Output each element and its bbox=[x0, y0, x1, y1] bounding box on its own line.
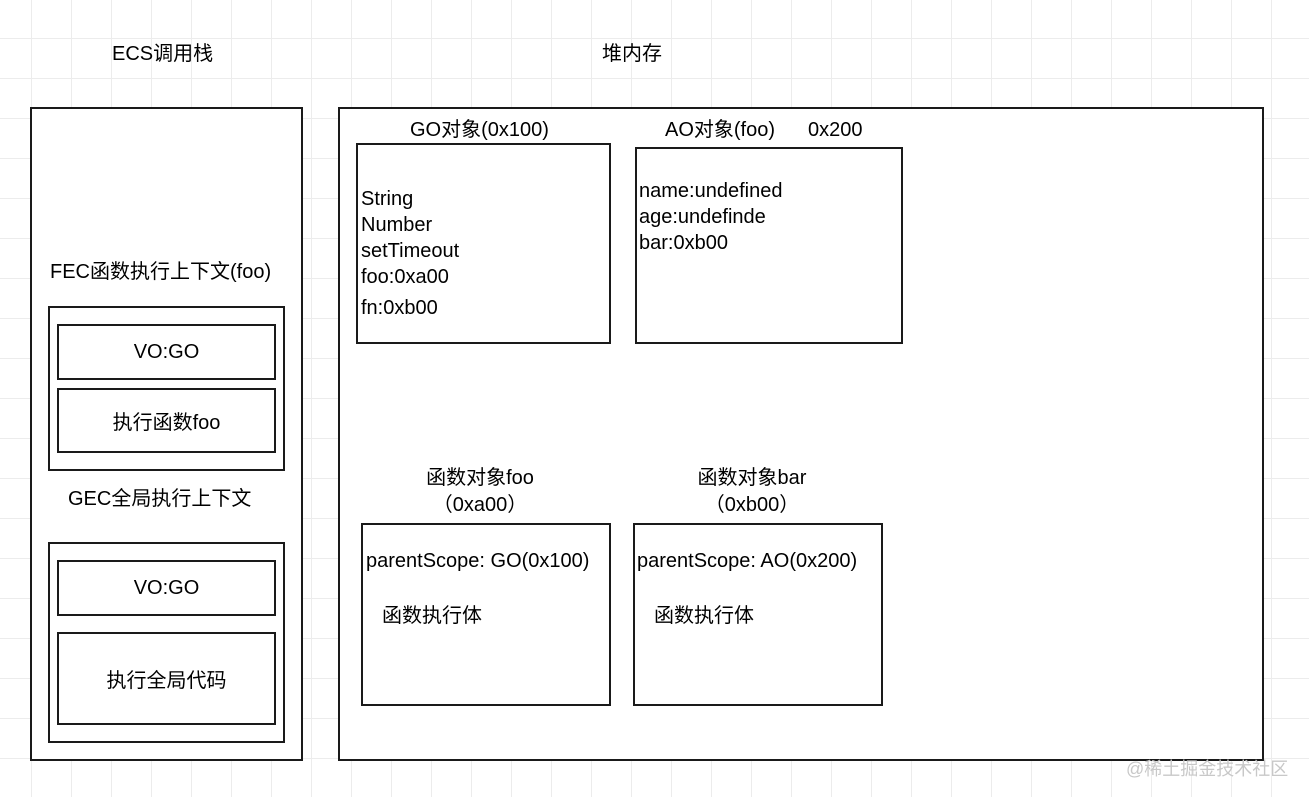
ao-prop-line: bar:0xb00 bbox=[639, 232, 728, 254]
fec-exec-box: 执行函数foo bbox=[57, 388, 276, 453]
fn-foo-box bbox=[361, 523, 611, 706]
ao-object-box bbox=[635, 147, 903, 344]
fn-bar-parent-scope: parentScope: AO(0x200) bbox=[637, 550, 858, 572]
heap-title: 堆内存 bbox=[602, 43, 662, 65]
fn-foo-parent-scope: parentScope: GO(0x100) bbox=[366, 550, 590, 572]
fn-foo-title: 函数对象foo （0xa00） bbox=[400, 465, 560, 519]
fn-bar-body: 函数执行体 bbox=[654, 605, 754, 627]
fec-exec-text: 执行函数foo bbox=[112, 412, 221, 434]
fn-foo-name: 函数对象foo bbox=[426, 467, 534, 489]
fn-bar-address: （0xb00） bbox=[704, 494, 800, 516]
ao-object-title: AO对象(foo) bbox=[665, 119, 776, 141]
fec-vo-box: VO:GO bbox=[57, 324, 276, 380]
fn-bar-title: 函数对象bar （0xb00） bbox=[672, 465, 832, 519]
gec-vo-text: VO:GO bbox=[133, 576, 200, 599]
ao-prop-line: age:undefinde bbox=[639, 206, 766, 228]
go-object-props: String Number setTimeout foo:0xa00 fn:0x… bbox=[361, 186, 459, 321]
fn-foo-body: 函数执行体 bbox=[382, 605, 482, 627]
fn-foo-address: （0xa00） bbox=[432, 494, 528, 516]
gec-exec-text: 执行全局代码 bbox=[106, 670, 227, 692]
go-prop-line: Number bbox=[361, 214, 433, 236]
fn-bar-name: 函数对象bar bbox=[697, 467, 807, 489]
gec-vo-box: VO:GO bbox=[57, 560, 276, 616]
ao-prop-line: name:undefined bbox=[639, 180, 783, 202]
ao-object-address: 0x200 bbox=[808, 119, 863, 141]
gec-label: GEC全局执行上下文 bbox=[68, 488, 252, 510]
ecs-title: ECS调用栈 bbox=[112, 43, 214, 65]
ao-object-props: name:undefined age:undefinde bar:0xb00 bbox=[639, 178, 782, 256]
go-prop-line: foo:0xa00 bbox=[361, 266, 449, 288]
fn-bar-box bbox=[633, 523, 883, 706]
watermark: @稀土掘金技术社区 bbox=[1126, 759, 1289, 779]
go-object-box bbox=[356, 143, 611, 344]
go-prop-line: setTimeout bbox=[361, 240, 460, 262]
gec-exec-box: 执行全局代码 bbox=[57, 632, 276, 725]
fec-label: FEC函数执行上下文(foo) bbox=[50, 261, 272, 283]
go-object-title: GO对象(0x100) bbox=[410, 119, 549, 141]
go-prop-line: fn:0xb00 bbox=[361, 297, 438, 319]
fec-vo-text: VO:GO bbox=[133, 340, 200, 363]
go-prop-line: String bbox=[361, 188, 414, 210]
